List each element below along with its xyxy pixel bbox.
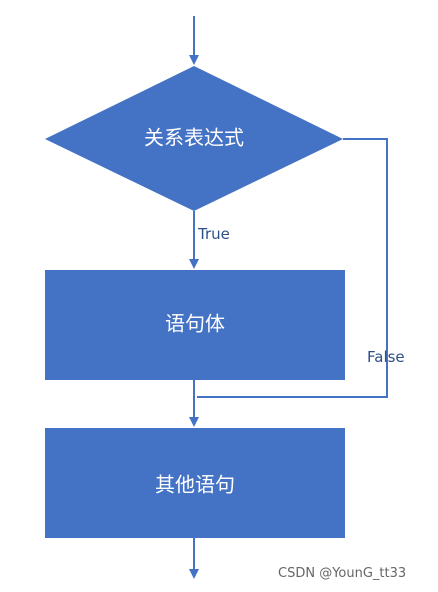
- body-label: 语句体: [165, 312, 225, 336]
- decision-label: 关系表达式: [144, 126, 244, 150]
- false-path: [197, 138, 388, 398]
- next-node: [45, 428, 345, 538]
- false-label: False: [367, 348, 405, 366]
- next-label: 其他语句: [155, 473, 235, 497]
- watermark: CSDN @YounG_tt33: [278, 566, 407, 581]
- true-label: True: [197, 225, 230, 243]
- body-node: [45, 270, 345, 380]
- decision-node: [45, 66, 343, 211]
